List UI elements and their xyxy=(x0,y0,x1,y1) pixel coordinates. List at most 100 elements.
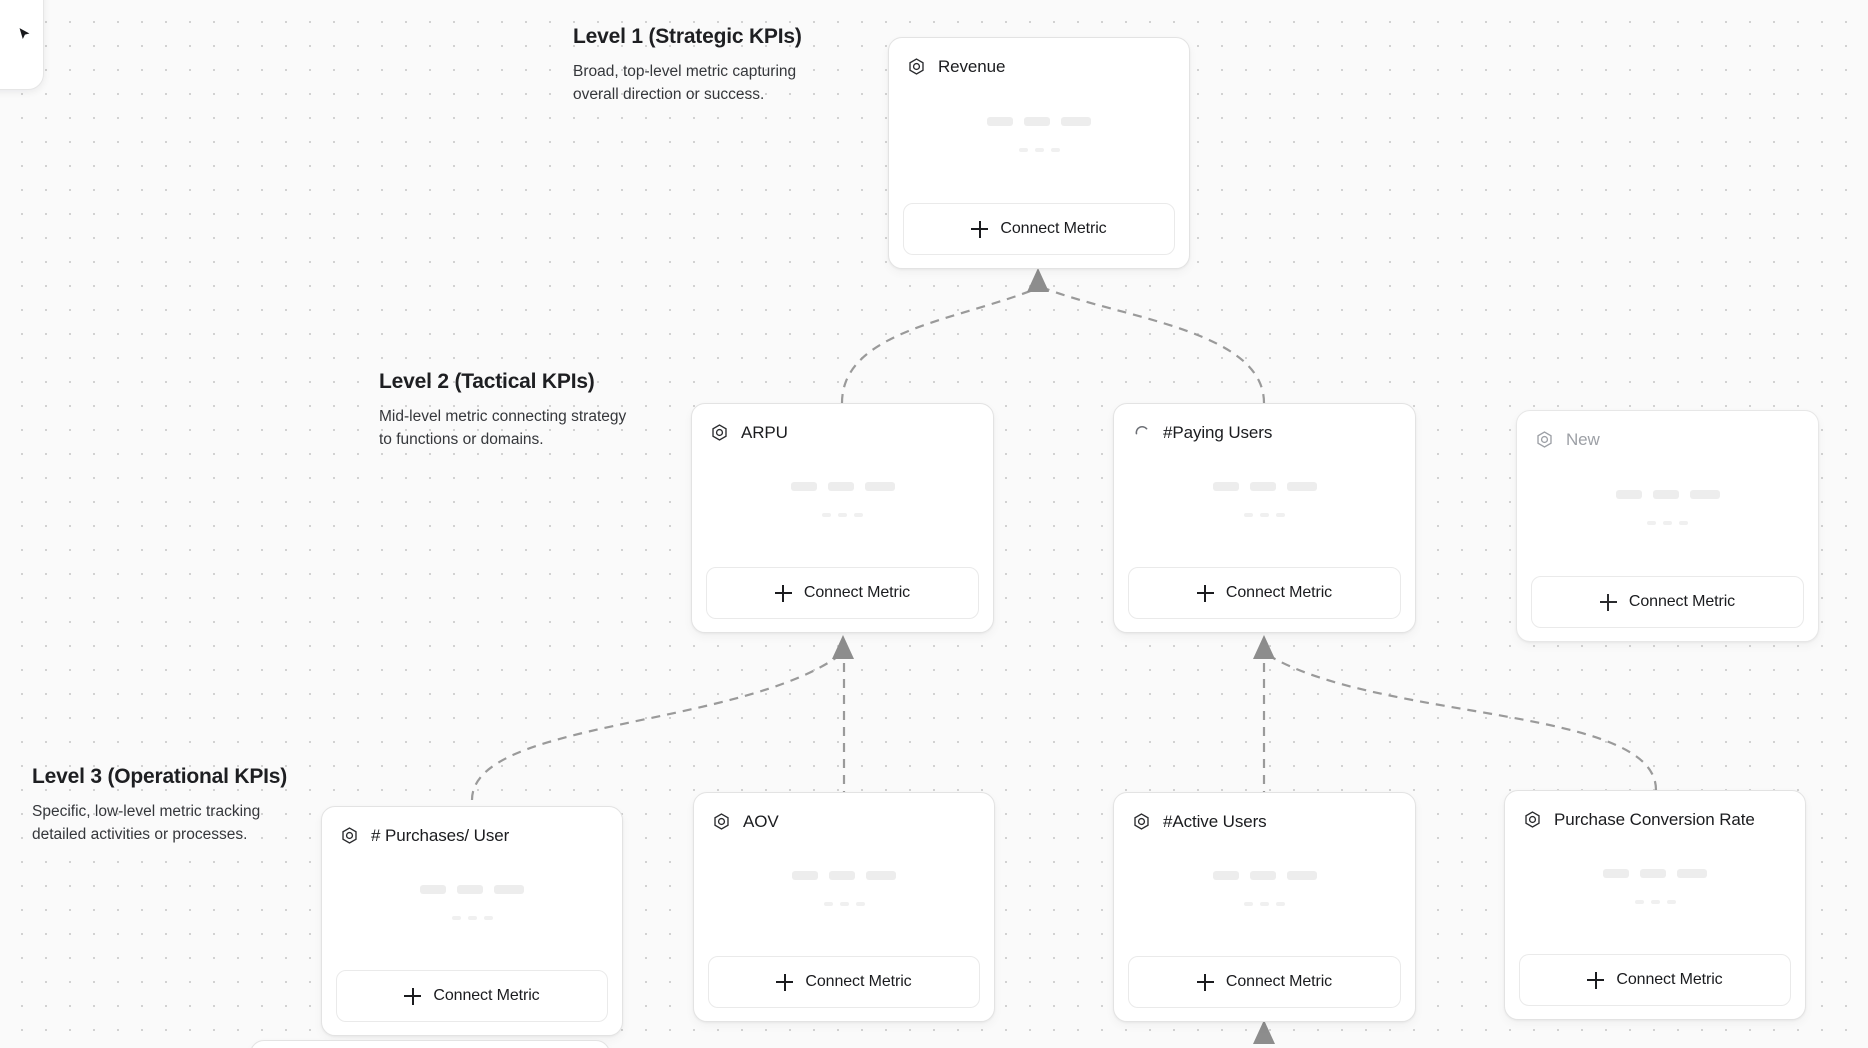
skeleton-bar xyxy=(864,481,895,491)
skeleton-bar xyxy=(420,884,446,894)
skeleton-bar xyxy=(457,884,483,894)
card-skeleton-body xyxy=(1128,443,1401,555)
skeleton-bar xyxy=(790,481,817,491)
connect-metric-button[interactable]: Connect Metric xyxy=(336,970,608,1022)
skeleton-row-primary xyxy=(1212,870,1317,880)
skeleton-row-secondary xyxy=(1634,899,1676,904)
floating-toolbar[interactable] xyxy=(0,0,44,90)
metric-card-active-users[interactable]: #Active Users Connect Metric xyxy=(1113,792,1416,1022)
skeleton-bar xyxy=(467,915,477,920)
skeleton-bar xyxy=(829,870,855,880)
skeleton-bar xyxy=(823,901,833,906)
level-2-description: Mid-level metric connecting strategy to … xyxy=(379,408,627,448)
skeleton-bar xyxy=(1276,901,1285,906)
skeleton-bar xyxy=(854,512,863,517)
skeleton-row-primary xyxy=(1212,481,1317,491)
level-2-label: Level 2 (Tactical KPIs) Mid-level metric… xyxy=(379,370,629,452)
connect-metric-button[interactable]: Connect Metric xyxy=(1519,954,1791,1006)
card-header: Revenue xyxy=(903,52,1175,77)
level-3-description: Specific, low-level metric tracking deta… xyxy=(32,803,261,843)
plus-icon xyxy=(1196,584,1214,602)
connect-metric-label: Connect Metric xyxy=(1000,220,1107,237)
plus-icon xyxy=(1599,593,1617,611)
card-skeleton-body xyxy=(1128,832,1401,944)
hexagon-metric-icon xyxy=(339,825,360,846)
card-header: # Purchases/ User xyxy=(336,821,608,846)
card-header: #Paying Users xyxy=(1128,418,1401,443)
connect-metric-button[interactable]: Connect Metric xyxy=(706,567,979,619)
skeleton-bar xyxy=(1260,901,1269,906)
level-2-title: Level 2 (Tactical KPIs) xyxy=(379,370,595,393)
card-title: # Purchases/ User xyxy=(371,825,510,845)
card-skeleton-body xyxy=(1531,450,1804,564)
connect-metric-button[interactable]: Connect Metric xyxy=(903,203,1175,255)
cursor-pointer-icon[interactable] xyxy=(16,26,33,43)
skeleton-bar xyxy=(1061,116,1091,126)
card-title: Revenue xyxy=(938,56,1006,76)
skeleton-bar xyxy=(1244,901,1253,906)
metric-card-offscreen-bottom[interactable] xyxy=(250,1040,610,1048)
plus-icon xyxy=(1196,973,1214,991)
plus-icon xyxy=(776,973,794,991)
metric-card-paying-users[interactable]: #Paying Users Connect Metric xyxy=(1113,403,1416,633)
skeleton-bar xyxy=(1677,868,1707,878)
skeleton-bar xyxy=(1212,870,1239,880)
skeleton-bar xyxy=(483,915,493,920)
hexagon-metric-icon xyxy=(1534,429,1555,450)
connect-metric-label: Connect Metric xyxy=(1225,973,1333,990)
skeleton-bar xyxy=(827,481,854,491)
skeleton-row-secondary xyxy=(1018,147,1060,152)
connect-metric-button[interactable]: Connect Metric xyxy=(1531,576,1804,628)
skeleton-bar xyxy=(1249,481,1276,491)
skeleton-bar xyxy=(1276,512,1285,517)
card-header: ARPU xyxy=(706,418,979,443)
skeleton-bar xyxy=(1286,870,1317,880)
skeleton-bar xyxy=(1666,899,1676,904)
connect-metric-label: Connect Metric xyxy=(433,987,540,1004)
card-header: #Active Users xyxy=(1128,807,1401,832)
metric-card-aov[interactable]: AOV Connect Metric xyxy=(693,792,995,1022)
connect-metric-label: Connect Metric xyxy=(1628,593,1736,610)
metric-card-arpu[interactable]: ARPU Connect Metric xyxy=(691,403,994,633)
skeleton-row-primary xyxy=(1603,868,1707,878)
hexagon-metric-icon xyxy=(1131,811,1152,832)
skeleton-bar xyxy=(1634,899,1644,904)
card-title: ARPU xyxy=(741,422,788,442)
skeleton-bar xyxy=(792,870,818,880)
connect-metric-label: Connect Metric xyxy=(1225,584,1333,601)
skeleton-bar xyxy=(451,915,461,920)
skeleton-row-secondary xyxy=(451,915,493,920)
metric-card-revenue[interactable]: Revenue Connect Metric xyxy=(888,37,1190,269)
metric-card-purchases-per-user[interactable]: # Purchases/ User Connect Metric xyxy=(321,806,623,1036)
connect-metric-button[interactable]: Connect Metric xyxy=(708,956,980,1008)
skeleton-bar xyxy=(822,512,831,517)
level-1-label: Level 1 (Strategic KPIs) Broad, top-leve… xyxy=(573,25,823,107)
card-title: #Paying Users xyxy=(1163,422,1273,442)
card-header: AOV xyxy=(708,807,980,832)
skeleton-bar xyxy=(1249,870,1276,880)
card-skeleton-body xyxy=(903,77,1175,191)
card-skeleton-body xyxy=(336,846,608,958)
connect-metric-label: Connect Metric xyxy=(1616,971,1723,988)
plus-icon xyxy=(404,987,422,1005)
card-title: Purchase Conversion Rate xyxy=(1554,809,1755,829)
skeleton-row-secondary xyxy=(1244,901,1285,906)
skeleton-bar xyxy=(866,870,896,880)
plus-icon xyxy=(971,220,989,238)
skeleton-bar xyxy=(1212,481,1239,491)
connect-metric-button[interactable]: Connect Metric xyxy=(1128,567,1401,619)
skeleton-row-secondary xyxy=(822,512,863,517)
skeleton-bar xyxy=(1244,512,1253,517)
skeleton-bar xyxy=(855,901,865,906)
skeleton-bar xyxy=(1615,489,1642,499)
skeleton-bar xyxy=(1679,520,1688,525)
metric-card-purchase-conversion-rate[interactable]: Purchase Conversion Rate Connect Metric xyxy=(1504,790,1806,1020)
card-skeleton-body xyxy=(1519,830,1791,942)
skeleton-bar xyxy=(1260,512,1269,517)
skeleton-bar xyxy=(1050,147,1060,152)
skeleton-bar xyxy=(987,116,1013,126)
level-3-label: Level 3 (Operational KPIs) Specific, low… xyxy=(32,765,287,847)
connect-metric-button[interactable]: Connect Metric xyxy=(1128,956,1401,1008)
skeleton-bar xyxy=(1647,520,1656,525)
metric-card-new[interactable]: New Connect Metric xyxy=(1516,410,1819,642)
